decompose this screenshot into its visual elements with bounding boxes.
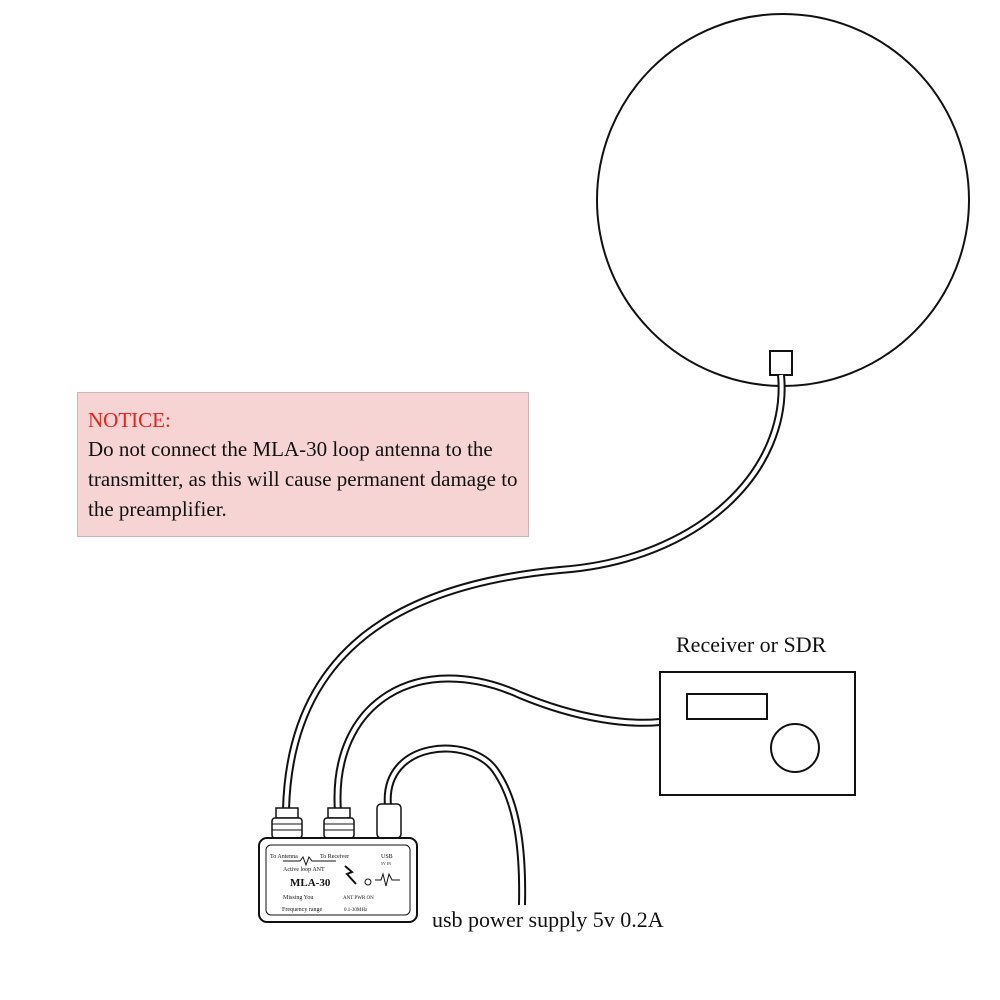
module-lightning-icon [344, 865, 357, 885]
module-freq-label: Frequency range [282, 907, 322, 913]
module-sub-label: Missing You [283, 895, 313, 901]
module-model: MLA-30 [290, 877, 331, 889]
module-wave-graphic [375, 872, 400, 887]
module-active-label: Active loop ANT [283, 867, 325, 873]
module-rx-label: To Receiver [320, 854, 349, 860]
mla30-module [258, 837, 418, 923]
module-pwr-label: ANT PWR ON [343, 896, 374, 901]
module-freq-value: 0.1-30MHz [344, 908, 368, 913]
usb-connector [376, 803, 402, 839]
notice-box: NOTICE: Do not connect the MLA-30 loop a… [77, 392, 529, 537]
usb-power-label: usb power supply 5v 0.2A [432, 907, 664, 932]
loop-connector [769, 350, 793, 376]
module-signal-graphic [283, 855, 336, 867]
notice-body: Do not connect the MLA-30 loop antenna t… [88, 437, 518, 521]
module-ant-label: To Antenna [270, 854, 298, 860]
receiver-label: Receiver or SDR [676, 632, 827, 657]
module-usb-label: USB [381, 854, 393, 860]
module-usb-sub: 5V IN [381, 861, 391, 866]
receiver-connector [323, 807, 355, 839]
module-power-led [364, 878, 372, 886]
loop-antenna [596, 13, 970, 387]
notice-title: NOTICE: [88, 408, 171, 432]
antenna-connector [271, 807, 303, 839]
receiver-display [686, 693, 768, 720]
receiver-knob [770, 723, 820, 773]
receiver-box [659, 671, 856, 796]
